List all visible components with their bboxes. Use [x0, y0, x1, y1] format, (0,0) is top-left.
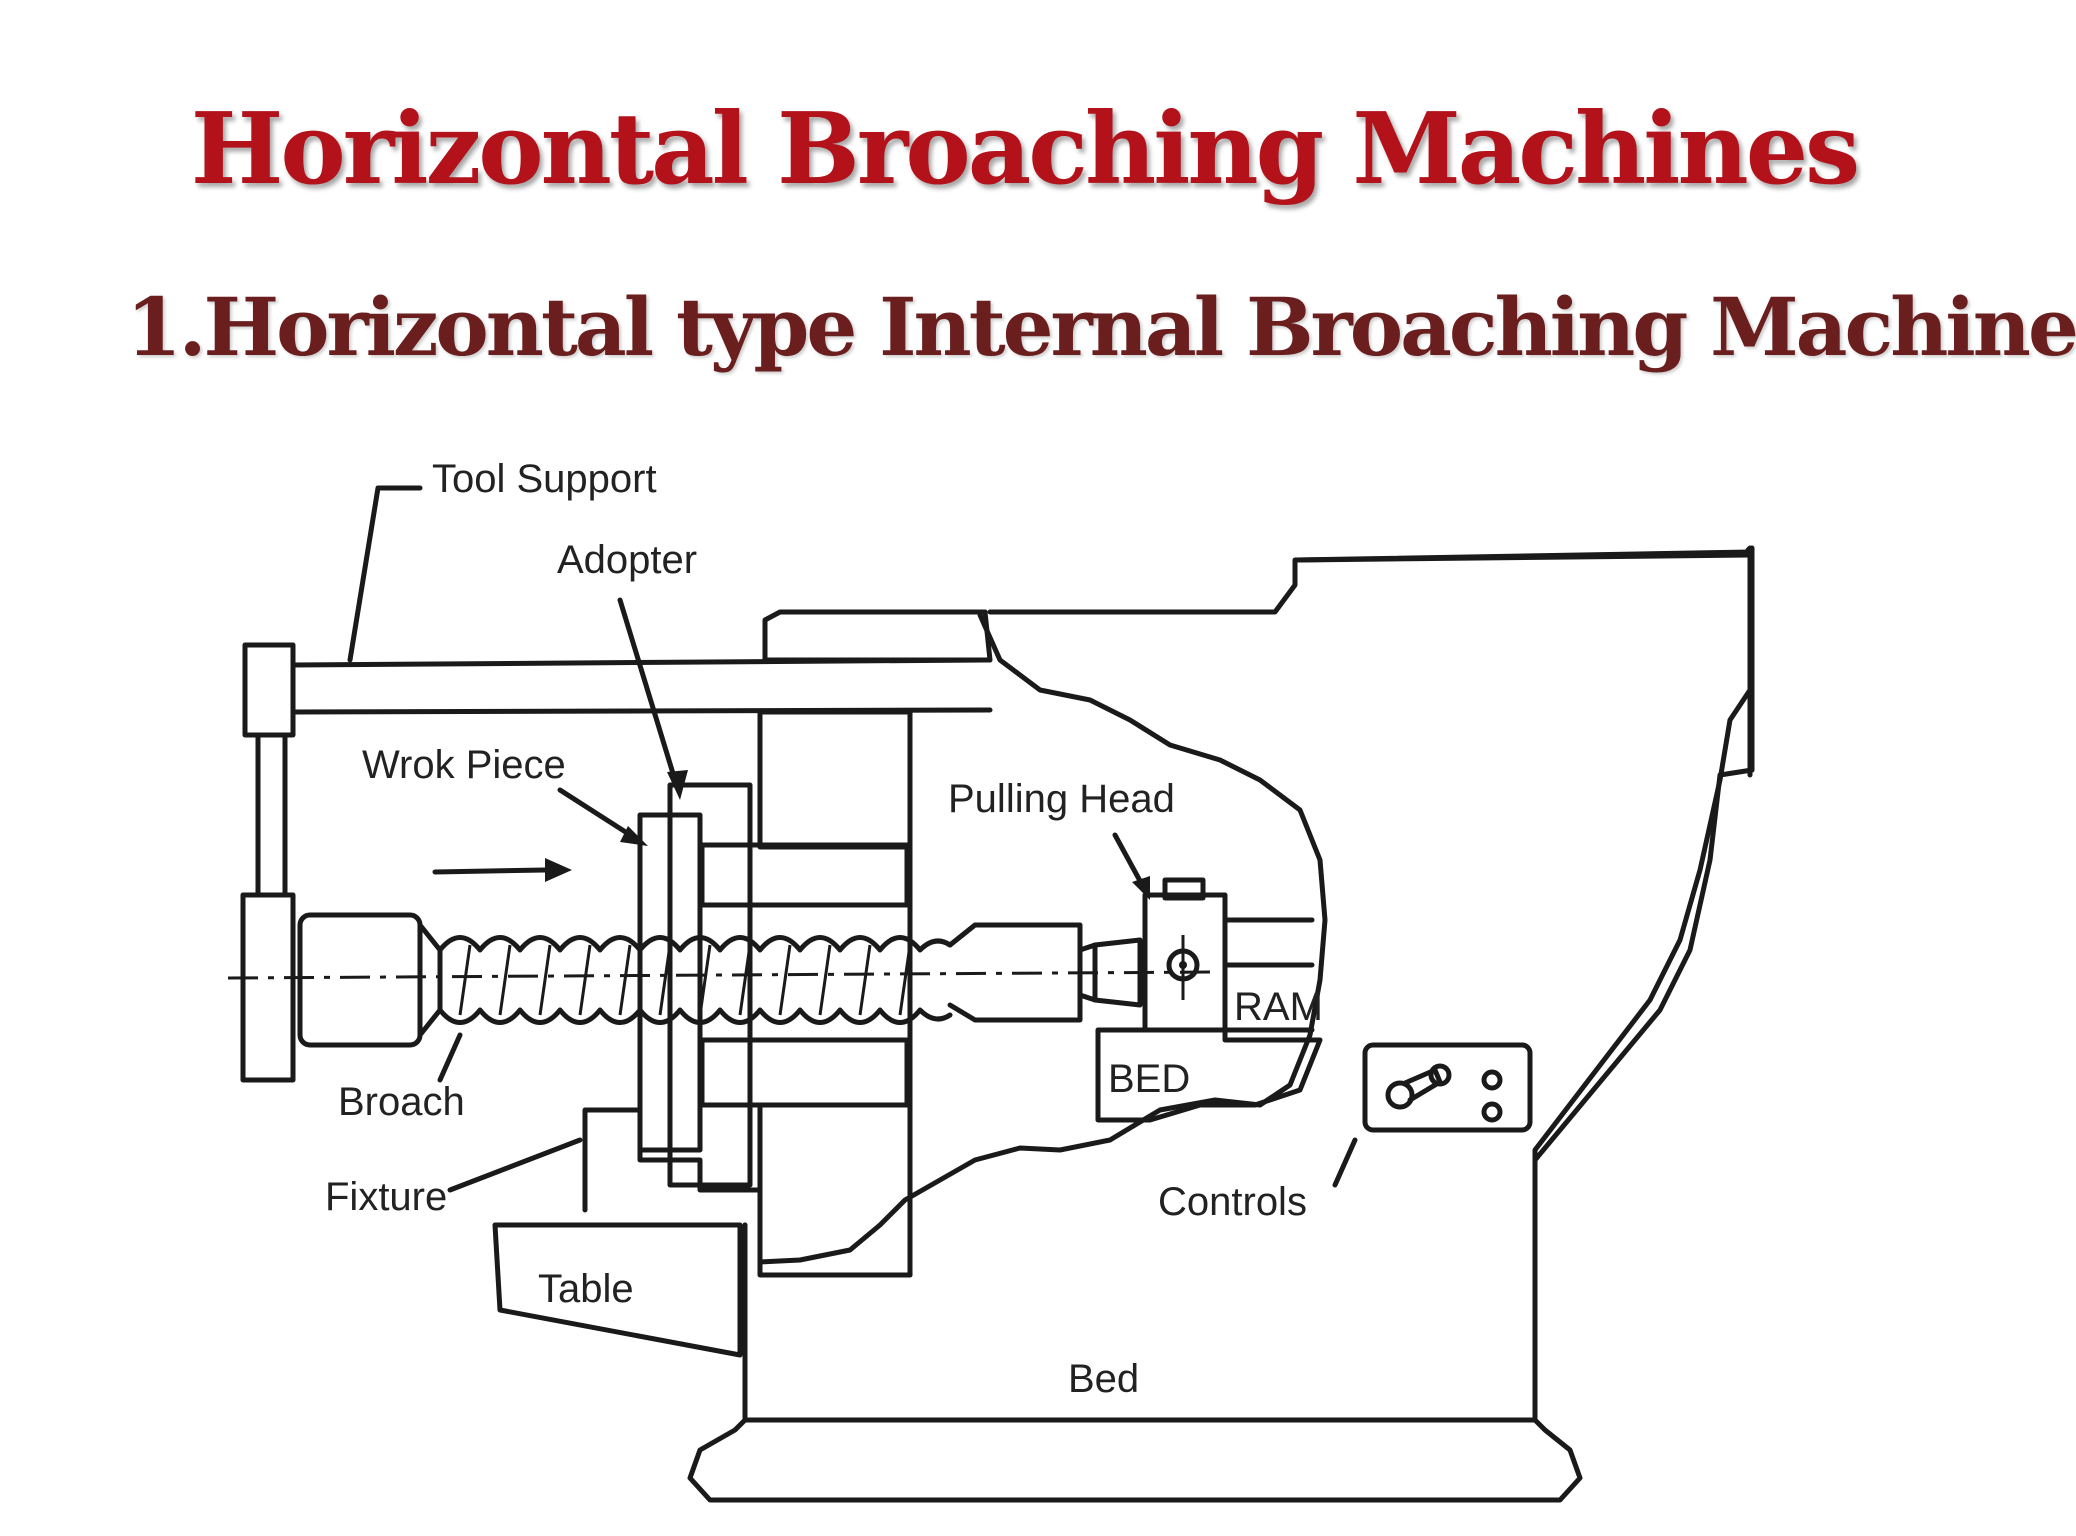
slide-title: Horizontal Broaching Machines: [190, 92, 1860, 207]
leader-lines: [347, 485, 1358, 1193]
label-work-piece: Wrok Piece: [362, 743, 566, 787]
label-broach: Broach: [338, 1080, 465, 1124]
work-piece: [637, 782, 753, 1188]
label-bed: Bed: [1068, 1357, 1139, 1401]
cutaway-outline: [757, 612, 1328, 1265]
label-table: Table: [538, 1267, 634, 1311]
label-controls: Controls: [1158, 1180, 1307, 1224]
label-bed-small: BED: [1108, 1057, 1190, 1101]
label-tool-support: Tool Support: [432, 457, 657, 501]
machine-bed-body: [687, 545, 1755, 1503]
label-pulling-head: Pulling Head: [948, 777, 1175, 821]
label-ram: RAM: [1234, 985, 1323, 1029]
label-adopter: Adopter: [557, 538, 697, 582]
broach: [227, 858, 1221, 1048]
slide-subtitle: 1.Horizontal type Internal Broaching Mac…: [126, 280, 2076, 374]
fixture-and-table: [492, 1107, 763, 1358]
pulling-head: [1095, 877, 1323, 1123]
label-fixture: Fixture: [325, 1175, 447, 1219]
controls-panel: [1362, 1042, 1533, 1133]
